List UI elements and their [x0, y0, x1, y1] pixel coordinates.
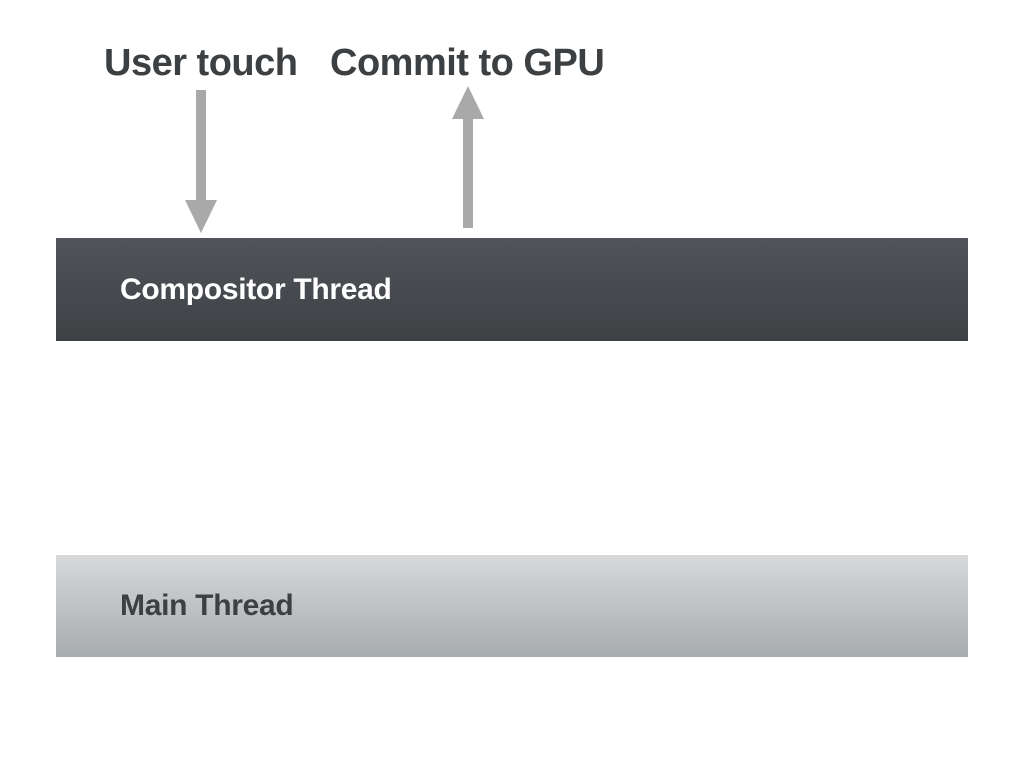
main-thread-bar: Main Thread	[56, 555, 968, 657]
commit-to-gpu-label: Commit to GPU	[330, 42, 605, 84]
compositor-thread-bar: Compositor Thread	[56, 238, 968, 341]
user-touch-label: User touch	[104, 42, 298, 84]
compositor-thread-label: Compositor Thread	[120, 272, 392, 306]
down-arrow-icon	[185, 90, 217, 233]
main-thread-label: Main Thread	[120, 589, 294, 622]
up-arrow-icon	[452, 86, 484, 228]
